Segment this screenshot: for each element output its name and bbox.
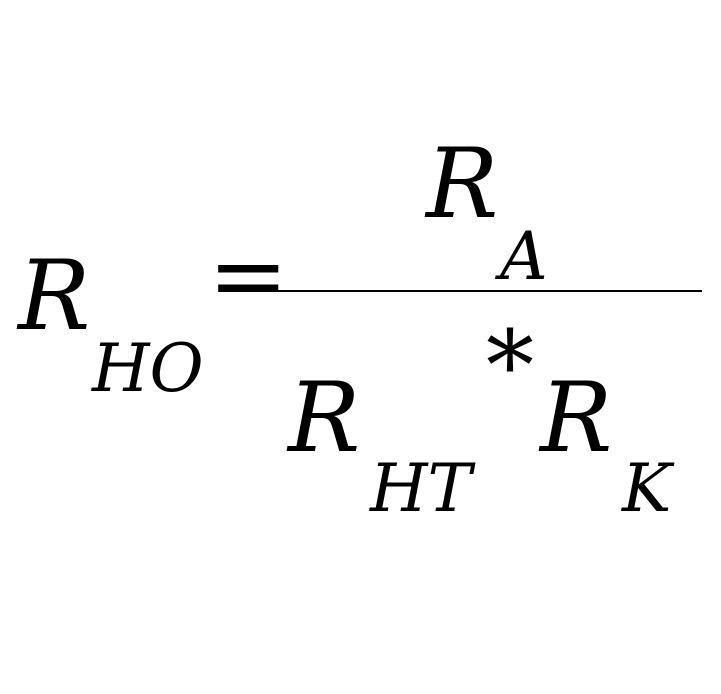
denominator-term2-symbol: R [540, 362, 613, 474]
lhs-symbol: R [18, 240, 91, 352]
denominator-term2-subscript: K [622, 450, 672, 527]
denominator-term1-subscript: HT [370, 450, 472, 527]
multiply-operator: * [486, 310, 534, 422]
denominator-term1-symbol: R [288, 362, 361, 474]
lhs-subscript: HO [92, 330, 204, 407]
equals-sign: = [208, 220, 289, 332]
fraction-bar [270, 290, 702, 292]
numerator-symbol: R [426, 128, 499, 240]
numerator-subscript: A [500, 218, 548, 295]
